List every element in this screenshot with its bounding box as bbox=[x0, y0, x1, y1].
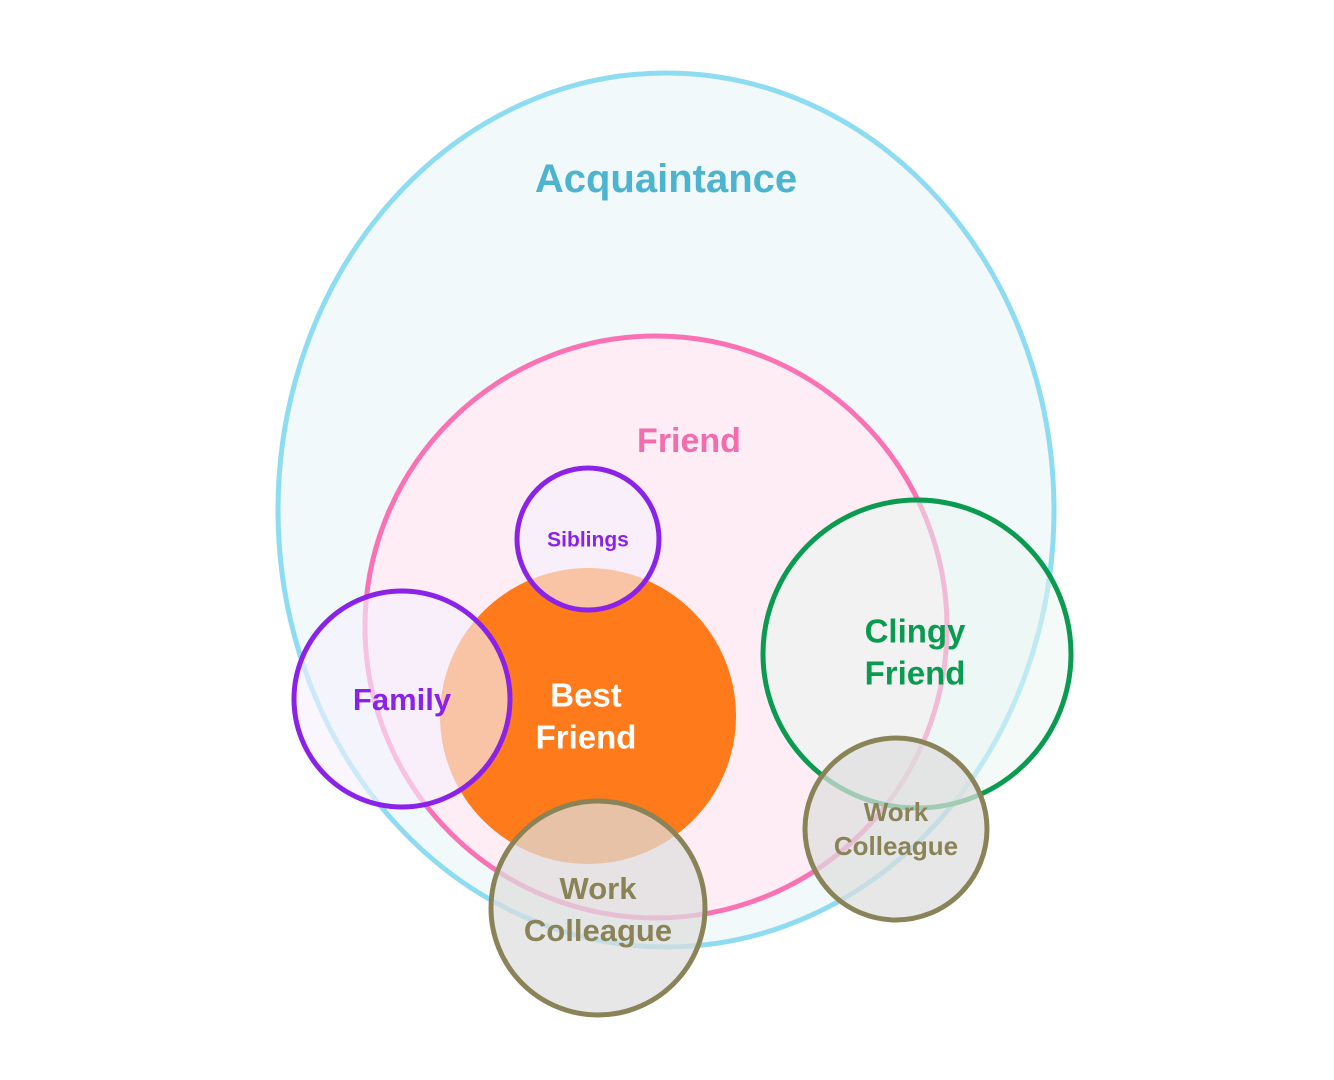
circle-shapes bbox=[275, 70, 1074, 1018]
clingy-friend-label-line: Clingy bbox=[865, 613, 966, 650]
work-colleague-bottom-label-line: Work bbox=[560, 871, 638, 906]
friend-label-line: Friend bbox=[637, 422, 741, 460]
work-colleague-right-label-line: Colleague bbox=[834, 831, 958, 861]
best-friend-circle bbox=[440, 568, 736, 864]
acquaintance-label-line: Acquaintance bbox=[535, 157, 797, 201]
clingy-friend-label-line: Friend bbox=[865, 655, 966, 692]
best-friend-label-line: Best bbox=[550, 677, 622, 714]
acquaintance-label: Acquaintance bbox=[535, 157, 797, 201]
family-label: Family bbox=[353, 682, 452, 717]
siblings-label-line: Siblings bbox=[547, 528, 629, 551]
siblings-circle bbox=[514, 465, 662, 613]
family-circle bbox=[291, 588, 513, 810]
work-colleague-bottom-circle bbox=[488, 798, 708, 1018]
work-colleague-right-circle bbox=[802, 735, 990, 923]
friend-label: Friend bbox=[637, 422, 741, 460]
work-colleague-bottom-label-line: Colleague bbox=[524, 913, 672, 948]
work-colleague-right-label-line: Work bbox=[864, 797, 929, 827]
best-friend-label-line: Friend bbox=[536, 719, 637, 756]
family-label-line: Family bbox=[353, 682, 452, 717]
siblings-label: Siblings bbox=[547, 528, 629, 551]
